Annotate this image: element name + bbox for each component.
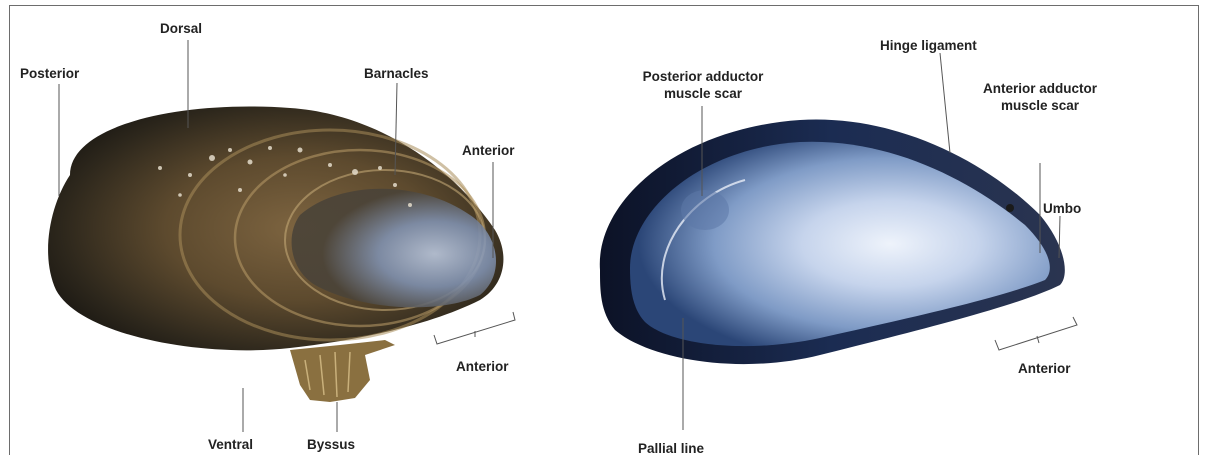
label-umbo: Umbo <box>1043 200 1081 217</box>
label-byssus: Byssus <box>307 436 355 453</box>
posterior-adductor-scar-mark <box>681 190 729 230</box>
label-anterior-adductor: Anterior adductor muscle scar <box>958 80 1122 114</box>
label-pallial-line: Pallial line <box>638 440 704 457</box>
label-anterior-adductor-line2: muscle scar <box>958 97 1122 114</box>
label-barnacles: Barnacles <box>364 65 429 82</box>
label-posterior-adductor: Posterior adductor muscle scar <box>626 68 780 102</box>
exterior-shell <box>48 107 503 351</box>
label-anterior-left: Anterior <box>456 358 509 375</box>
label-posterior-adductor-line2: muscle scar <box>626 85 780 102</box>
byssus-threads <box>290 340 395 402</box>
label-hinge-ligament: Hinge ligament <box>880 37 977 54</box>
label-anterior-adductor-line1: Anterior adductor <box>958 80 1122 97</box>
label-posterior-adductor-line1: Posterior adductor <box>626 68 780 85</box>
hinge-spot <box>1006 204 1014 212</box>
label-anterior-right: Anterior <box>1018 360 1071 377</box>
label-dorsal: Dorsal <box>160 20 202 37</box>
label-anterior-tip: Anterior <box>462 142 515 159</box>
interior-shell <box>600 120 1065 365</box>
label-ventral: Ventral <box>208 436 253 453</box>
label-posterior: Posterior <box>20 65 79 82</box>
